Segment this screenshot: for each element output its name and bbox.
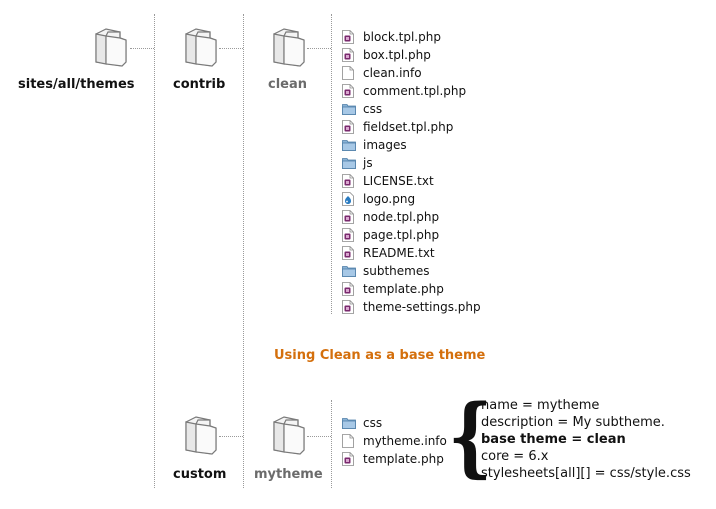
file-name: node.tpl.php	[363, 210, 440, 224]
column-divider-4	[331, 400, 332, 488]
connector-line	[219, 436, 243, 437]
file-name: mytheme.info	[363, 434, 447, 448]
info-line: base theme = clean	[481, 432, 626, 447]
column-divider-2	[243, 14, 244, 488]
php-file-icon	[342, 452, 354, 466]
file-item[interactable]: clean.info	[342, 64, 422, 82]
file-name: README.txt	[363, 246, 435, 260]
folder-icon[interactable]	[180, 412, 220, 456]
file-name: clean.info	[363, 66, 422, 80]
column-divider-3	[331, 14, 332, 314]
php-file-icon	[342, 228, 354, 242]
connector-line	[307, 436, 331, 437]
file-name: images	[363, 138, 407, 152]
file-name: template.php	[363, 282, 444, 296]
php-file-icon	[342, 246, 354, 260]
php-file-icon	[342, 48, 354, 62]
php-file-icon	[342, 210, 354, 224]
php-file-icon	[342, 120, 354, 134]
file-item[interactable]: template.php	[342, 450, 444, 468]
file-name: subthemes	[363, 264, 430, 278]
diagram-caption: Using Clean as a base theme	[274, 348, 486, 363]
folder-icon[interactable]	[268, 412, 308, 456]
php-file-icon	[342, 300, 354, 314]
file-name: css	[363, 416, 383, 430]
file-name: page.tpl.php	[363, 228, 440, 242]
connector-line	[219, 48, 243, 49]
folder-icon	[342, 139, 356, 151]
file-item[interactable]: page.tpl.php	[342, 226, 439, 244]
drupal-image-icon	[342, 192, 354, 206]
file-name: theme-settings.php	[363, 300, 481, 314]
info-line: name = mytheme	[481, 398, 600, 413]
file-item[interactable]: mytheme.info	[342, 432, 447, 450]
file-item[interactable]: subthemes	[342, 262, 430, 280]
file-item[interactable]: block.tpl.php	[342, 28, 441, 46]
file-item[interactable]: node.tpl.php	[342, 208, 439, 226]
folder-label-sites-all-themes[interactable]: sites/all/themes	[18, 77, 135, 92]
php-file-icon	[342, 174, 354, 188]
folder-icon	[342, 157, 356, 169]
file-item[interactable]: images	[342, 136, 407, 154]
file-name: css	[363, 102, 383, 116]
folder-icon[interactable]	[180, 24, 220, 68]
file-item[interactable]: LICENSE.txt	[342, 172, 434, 190]
file-item[interactable]: logo.png	[342, 190, 415, 208]
connector-line	[130, 48, 154, 49]
folder-label-mytheme[interactable]: mytheme	[254, 467, 323, 482]
php-file-icon	[342, 30, 354, 44]
info-line: description = My subtheme.	[481, 415, 665, 430]
file-item[interactable]: js	[342, 154, 373, 172]
text-file-icon	[342, 434, 354, 448]
file-name: logo.png	[363, 192, 416, 206]
file-name: js	[363, 156, 373, 170]
info-line: stylesheets[all][] = css/style.css	[481, 466, 691, 481]
folder-label-clean[interactable]: clean	[268, 77, 308, 92]
folder-icon[interactable]	[90, 24, 130, 68]
file-name: fieldset.tpl.php	[363, 120, 454, 134]
file-name: box.tpl.php	[363, 48, 431, 62]
folder-icon	[342, 103, 356, 115]
php-file-icon	[342, 84, 354, 98]
file-item[interactable]: css	[342, 414, 382, 432]
file-name: template.php	[363, 452, 444, 466]
file-item[interactable]: theme-settings.php	[342, 298, 481, 316]
text-file-icon	[342, 66, 354, 80]
curly-brace: {	[448, 386, 493, 487]
folder-icon	[342, 417, 356, 429]
folder-label-custom[interactable]: custom	[173, 467, 227, 482]
file-item[interactable]: fieldset.tpl.php	[342, 118, 453, 136]
folder-icon[interactable]	[268, 24, 308, 68]
connector-line	[307, 48, 331, 49]
file-name: LICENSE.txt	[363, 174, 434, 188]
file-item[interactable]: box.tpl.php	[342, 46, 431, 64]
file-name: comment.tpl.php	[363, 84, 467, 98]
file-item[interactable]: template.php	[342, 280, 444, 298]
column-divider-1	[154, 14, 155, 488]
folder-icon	[342, 265, 356, 277]
file-item[interactable]: README.txt	[342, 244, 435, 262]
file-name: block.tpl.php	[363, 30, 441, 44]
file-item[interactable]: css	[342, 100, 382, 118]
php-file-icon	[342, 282, 354, 296]
folder-label-contrib[interactable]: contrib	[173, 77, 226, 92]
file-item[interactable]: comment.tpl.php	[342, 82, 466, 100]
info-line: core = 6.x	[481, 449, 549, 464]
